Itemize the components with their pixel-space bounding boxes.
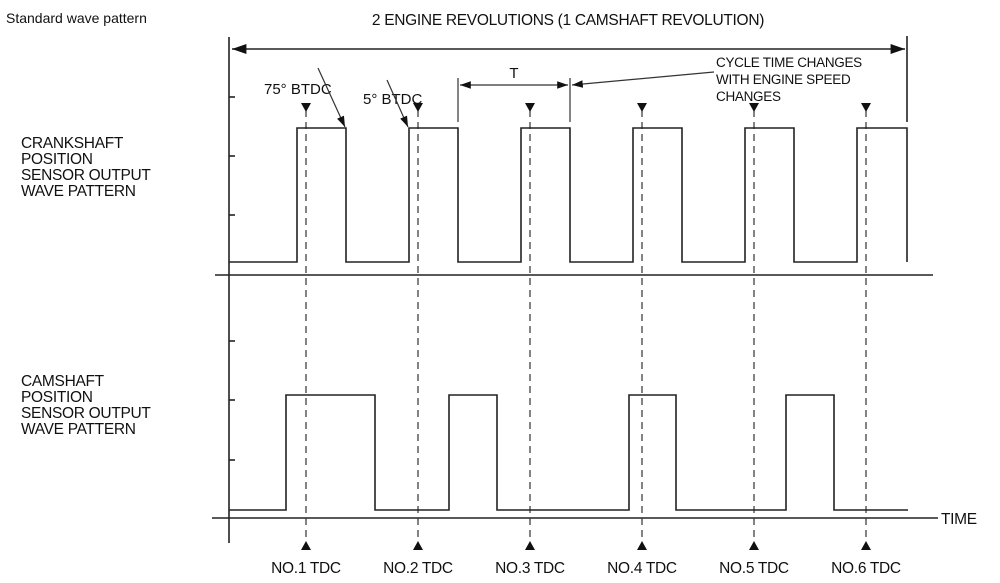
cycle-note-pointer [571, 71, 715, 88]
time-label: TIME [941, 511, 977, 528]
tdc-up-triangle-icon [749, 541, 759, 550]
btdc-5-pointer [386, 79, 409, 128]
tdc-label: NO.6 TDC [831, 560, 901, 577]
axis-ticks [229, 96, 235, 461]
period-label: T [509, 65, 518, 82]
caption: Standard wave pattern [6, 10, 147, 26]
revolutions-title: 2 ENGINE REVOLUTIONS (1 CAMSHAFT REVOLUT… [372, 12, 764, 29]
crankshaft-wave [229, 127, 908, 263]
tdc-up-triangle-icon [413, 541, 423, 550]
tdc-label: NO.5 TDC [719, 560, 789, 577]
camshaft-wave [229, 394, 908, 511]
btdc-5-label: 5° BTDC [363, 91, 423, 108]
tdc-label: NO.2 TDC [383, 560, 453, 577]
btdc-75-label: 75° BTDC [264, 81, 332, 98]
tdc-down-triangle-icon [301, 103, 311, 112]
tdc-label: NO.1 TDC [271, 560, 341, 577]
tdc-down-triangle-icon [749, 103, 759, 112]
btdc-75-pointer [317, 67, 346, 128]
tdc-up-triangle-icon [861, 541, 871, 550]
tdc-label: NO.3 TDC [495, 560, 565, 577]
crankshaft-label: CRANKSHAFT POSITION SENSOR OUTPUT WAVE P… [21, 135, 154, 200]
tdc-down-triangle-icon [525, 103, 535, 112]
camshaft-label: CAMSHAFT POSITION SENSOR OUTPUT WAVE PAT… [21, 373, 154, 438]
tdc-up-triangle-icon [525, 541, 535, 550]
tdc-down-triangle-icon [861, 103, 871, 112]
tdc-up-triangle-icon [301, 541, 311, 550]
tdc-down-triangle-icon [413, 103, 423, 112]
cycle-note: CYCLE TIME CHANGES WITH ENGINE SPEED CHA… [716, 55, 865, 104]
tdc-down-triangle-icon [637, 103, 647, 112]
tdc-label: NO.4 TDC [607, 560, 677, 577]
tdc-up-triangle-icon [637, 541, 647, 550]
